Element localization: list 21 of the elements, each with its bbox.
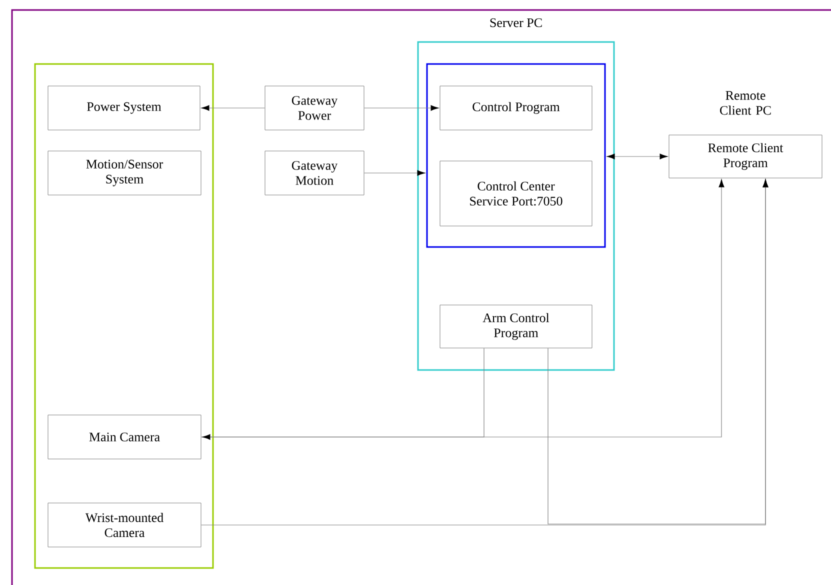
process-box: Motion/Sensor System <box>48 150 202 196</box>
device-frame <box>34 63 214 569</box>
arrow <box>548 179 768 524</box>
arrow <box>606 154 668 160</box>
process-box: Gateway Motion <box>264 150 364 196</box>
node-label: Remote Client PC <box>720 91 771 115</box>
process-box: Power System <box>48 86 200 130</box>
process-box: Control Program <box>440 86 592 130</box>
arrow <box>202 348 484 440</box>
process-box: Main Camera <box>48 414 202 460</box>
process-box: Gateway Power <box>264 86 364 130</box>
arrow <box>364 105 439 111</box>
node-label: Server PC <box>490 18 542 28</box>
process-box: Arm Control Program <box>440 304 592 348</box>
process-box: Control Center Service Port:7050 <box>440 160 592 226</box>
arrow <box>200 179 724 438</box>
process-box: Remote Client PC Remote Client Program <box>668 91 822 178</box>
arrow <box>201 105 266 111</box>
process-box: Wrist-mounted Camera <box>48 502 202 548</box>
arrow <box>364 170 426 176</box>
service-frame <box>426 63 606 248</box>
